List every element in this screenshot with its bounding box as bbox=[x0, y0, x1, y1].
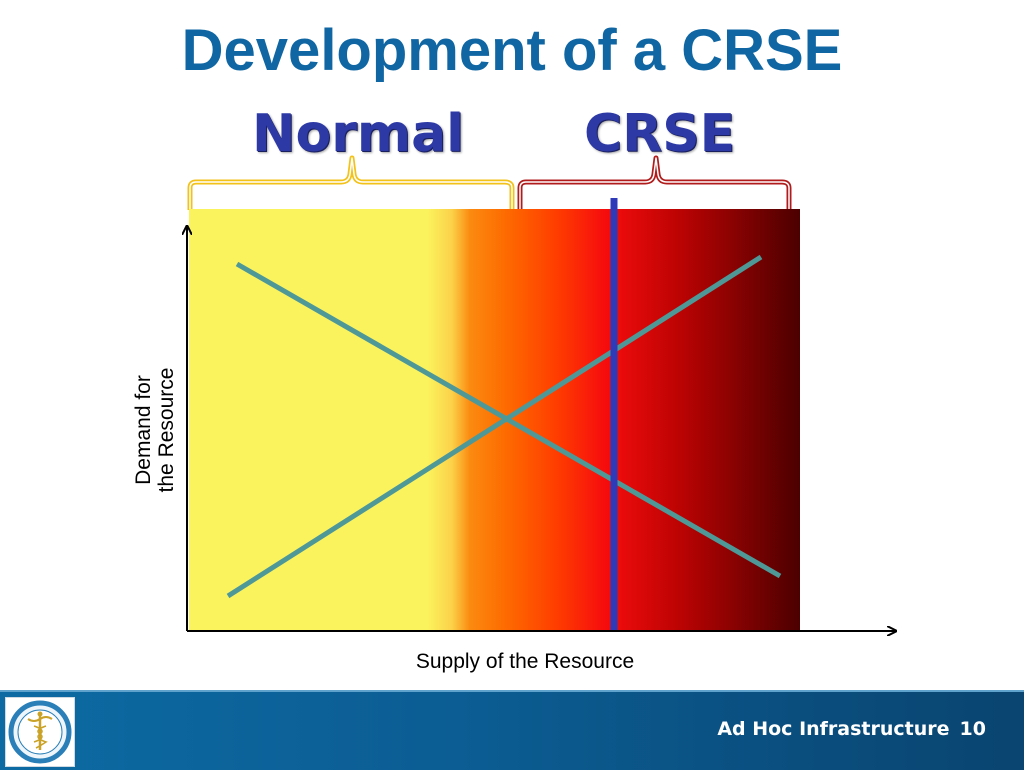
footer-title: Ad Hoc Infrastructure bbox=[717, 718, 950, 740]
footer-bar: Ad Hoc Infrastructure 10 bbox=[0, 690, 1024, 770]
normal-bracket bbox=[187, 155, 515, 210]
normal-label: Normal bbox=[252, 104, 464, 164]
page-number: 10 bbox=[959, 718, 986, 740]
y-axis-label-line1: Demand for bbox=[131, 375, 155, 485]
y-axis-label-line2: the Resource bbox=[155, 367, 178, 493]
y-axis-label: Demand for the Resource bbox=[75, 360, 235, 500]
x-axis-label: Supply of the Resource bbox=[415, 650, 635, 673]
slide-title: Development of a CRSE bbox=[181, 18, 843, 83]
heat-gradient-background bbox=[189, 209, 800, 630]
crse-label: CRSE bbox=[584, 104, 736, 164]
crse-bracket bbox=[517, 155, 792, 210]
planning-guide-logo-icon bbox=[5, 697, 75, 767]
supply-curve bbox=[226, 254, 763, 599]
supply-demand-diagram bbox=[0, 155, 1024, 690]
